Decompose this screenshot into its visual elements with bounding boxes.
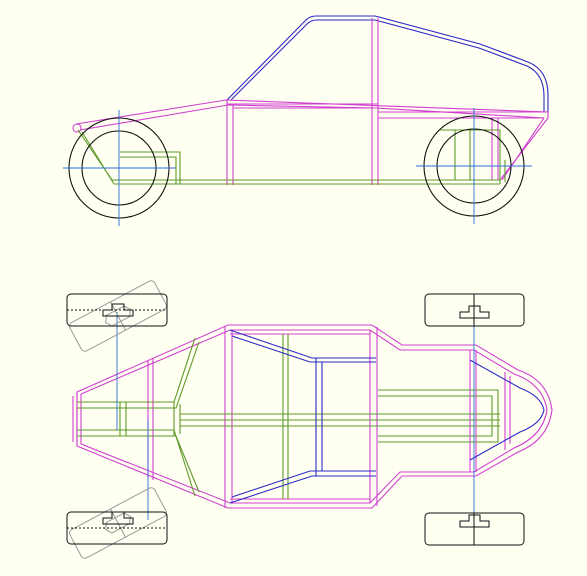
side-elevation-view <box>63 15 549 226</box>
rear-left-wheel <box>424 293 525 327</box>
plan-view <box>66 280 553 559</box>
front-left-wheel <box>66 293 168 327</box>
plan-roll-cage <box>229 329 545 504</box>
front-right-wheel <box>66 511 168 545</box>
side-roll-cage <box>226 15 549 112</box>
plan-centerlines <box>116 312 475 520</box>
plan-floor-rails <box>77 334 500 499</box>
plan-outer-frame <box>72 324 553 509</box>
rear-right-wheel <box>424 512 525 546</box>
side-centerlines <box>63 108 532 226</box>
front-right-steered-wheel <box>69 487 167 559</box>
side-frame <box>72 18 549 185</box>
